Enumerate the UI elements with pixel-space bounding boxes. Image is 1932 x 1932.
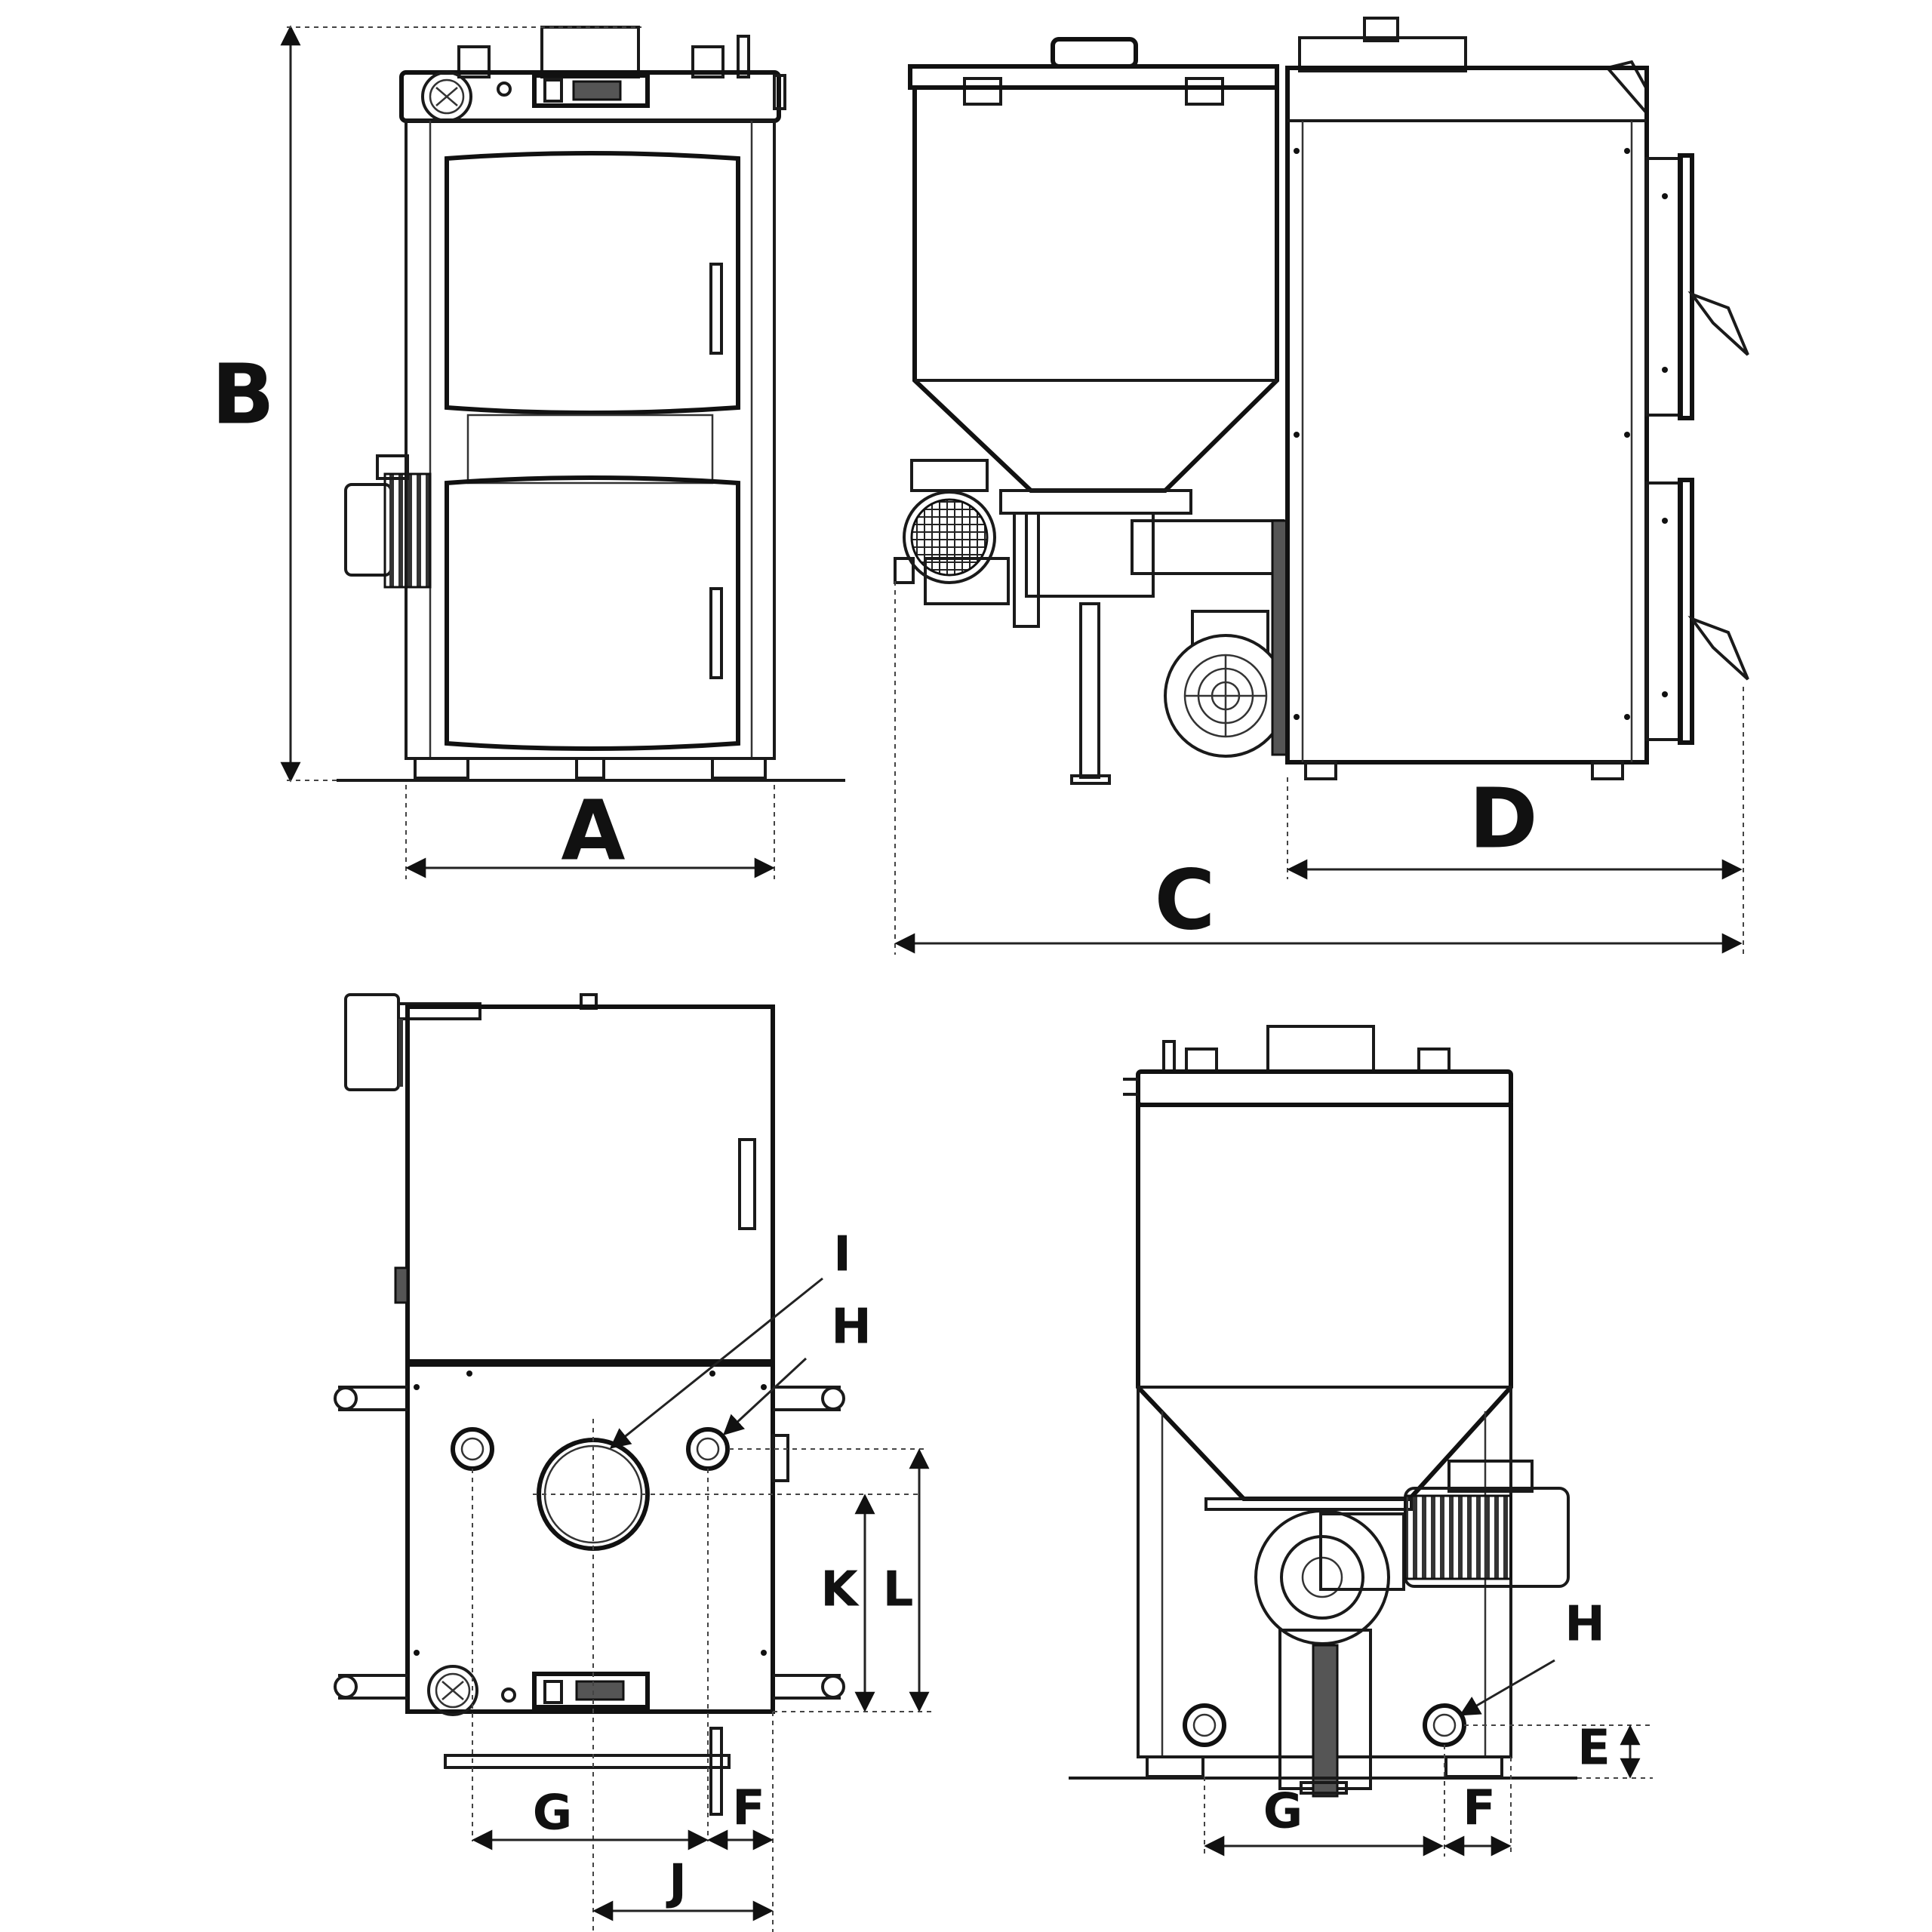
label-e: E (1577, 1721, 1611, 1777)
label-l: L (883, 1562, 914, 1618)
label-h-top-view: H (831, 1300, 872, 1355)
dimension-lines (280, 25, 1744, 1921)
dimension-labels: B A D C I H K L G F J H E G F (211, 346, 1611, 1910)
label-a: A (561, 782, 625, 878)
label-g-top-view: G (533, 1786, 573, 1841)
rear-view (1069, 1025, 1653, 1857)
label-b: B (211, 346, 275, 442)
label-g-rear-view: G (1263, 1784, 1303, 1840)
label-d: D (1469, 770, 1537, 866)
label-f-rear-view: F (1463, 1781, 1496, 1837)
label-f-top-view: F (732, 1781, 765, 1837)
label-i: I (833, 1227, 851, 1283)
front-view (337, 26, 845, 782)
label-h-rear-view: H (1564, 1597, 1605, 1653)
side-view (894, 17, 1749, 785)
label-k: K (820, 1562, 860, 1618)
label-j: J (666, 1855, 687, 1911)
label-c: C (1155, 851, 1216, 948)
top-view (334, 993, 928, 1932)
